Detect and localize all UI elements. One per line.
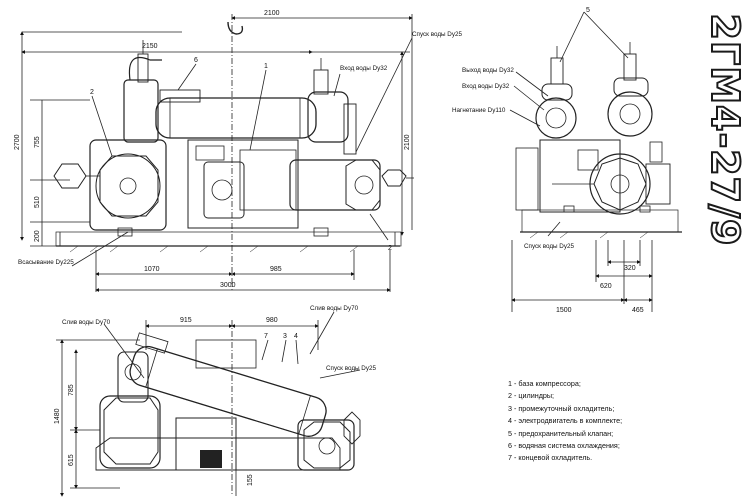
- dim-155: 155: [247, 474, 254, 486]
- legend-item: 4 - электродвигатель в комплекте;: [508, 416, 623, 426]
- callout-2b: 2: [388, 245, 392, 252]
- front-view: [20, 14, 414, 292]
- model-title-text: 2ГМ4-27/9: [702, 13, 748, 248]
- plan-view-text: 915 980 1480 785 615 155 7 3 4 Слив воды…: [54, 305, 376, 486]
- dim-785: 785: [68, 384, 75, 396]
- dim-510: 510: [34, 196, 41, 208]
- callout-1: 1: [264, 63, 268, 70]
- dim-615: 615: [68, 454, 75, 466]
- dim-465: 465: [632, 307, 644, 314]
- label-drain-dy25-side: Спуск воды Dy25: [524, 243, 574, 250]
- dim-1500: 1500: [556, 307, 572, 314]
- callout-3: 3: [283, 333, 287, 340]
- dim-2700: 2700: [14, 134, 21, 150]
- label-discharge-dy110: Нагнетание Dy110: [452, 107, 506, 114]
- dim-2100-right: 2100: [404, 134, 411, 150]
- label-water-outlet-dy32: Выход воды Dy32: [462, 67, 514, 74]
- legend-item: 2 - цилиндры;: [508, 391, 555, 401]
- label-water-inlet-dy32: Вход воды Dy32: [340, 65, 388, 72]
- side-view-text: 5 Выход воды Dy32 Вход воды Dy32 Нагнета…: [452, 7, 644, 314]
- dim-1480: 1480: [54, 408, 61, 424]
- dim-2150: 2150: [142, 43, 158, 50]
- label-drain-dy70-right: Слив воды Dy70: [310, 305, 359, 312]
- dim-980: 980: [266, 317, 278, 324]
- legend-item: 6 - водяная система охлаждения;: [508, 441, 620, 451]
- dim-200: 200: [34, 230, 41, 242]
- label-suction-dy225: Всасывание Dy225: [18, 259, 74, 266]
- callout-6: 6: [194, 57, 198, 64]
- label-drain-dy25-plan: Спуск воды Dy25: [326, 365, 376, 372]
- callout-2: 2: [90, 89, 94, 96]
- callout-4: 4: [294, 333, 298, 340]
- dim-1070: 1070: [144, 266, 160, 273]
- callout-5: 5: [586, 7, 590, 14]
- callout-7: 7: [264, 333, 268, 340]
- legend-item: 1 - база компрессора;: [508, 379, 581, 388]
- label-drain-dy25: Спуск воды Dy25: [412, 31, 462, 38]
- plan-view: [56, 311, 361, 497]
- dim-320: 320: [624, 265, 636, 272]
- dim-915: 915: [180, 317, 192, 324]
- label-drain-dy70-left: Слив воды Dy70: [62, 319, 111, 326]
- label-water-inlet-dy32-side: Вход воды Dy32: [462, 83, 510, 90]
- legend-item: 5 - предохранительный клапан;: [508, 428, 614, 438]
- dim-755: 755: [34, 136, 41, 148]
- legend-item: 7 - концевой охладитель.: [508, 453, 593, 463]
- front-view-text: 2100 2150 2700 755 510 200 2100 1070 985…: [14, 10, 462, 289]
- dim-985: 985: [270, 266, 282, 273]
- legend-item: 3 - промежуточный охладитель;: [508, 403, 615, 413]
- legend: 1 - база компрессора; 2 - цилиндры; 3 - …: [508, 378, 748, 465]
- side-view: [509, 11, 682, 312]
- dim-620: 620: [600, 283, 612, 290]
- dim-3000: 3000: [220, 282, 236, 289]
- model-title: 2ГМ4-27/9: [700, 10, 750, 250]
- dim-2100-top: 2100: [264, 10, 280, 17]
